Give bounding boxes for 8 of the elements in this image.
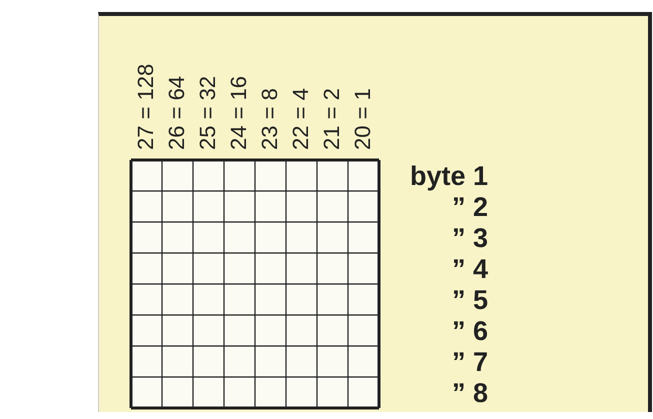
row-label: ” 3	[450, 224, 488, 252]
row-label: ” 2	[450, 193, 488, 221]
row-label: ” 7	[450, 348, 488, 376]
row-label: ” 8	[450, 379, 488, 407]
row-label: ” 5	[450, 286, 488, 314]
row-label: ” 4	[450, 255, 488, 283]
row-label: ” 6	[450, 317, 488, 345]
row-label: byte 1	[408, 162, 488, 190]
